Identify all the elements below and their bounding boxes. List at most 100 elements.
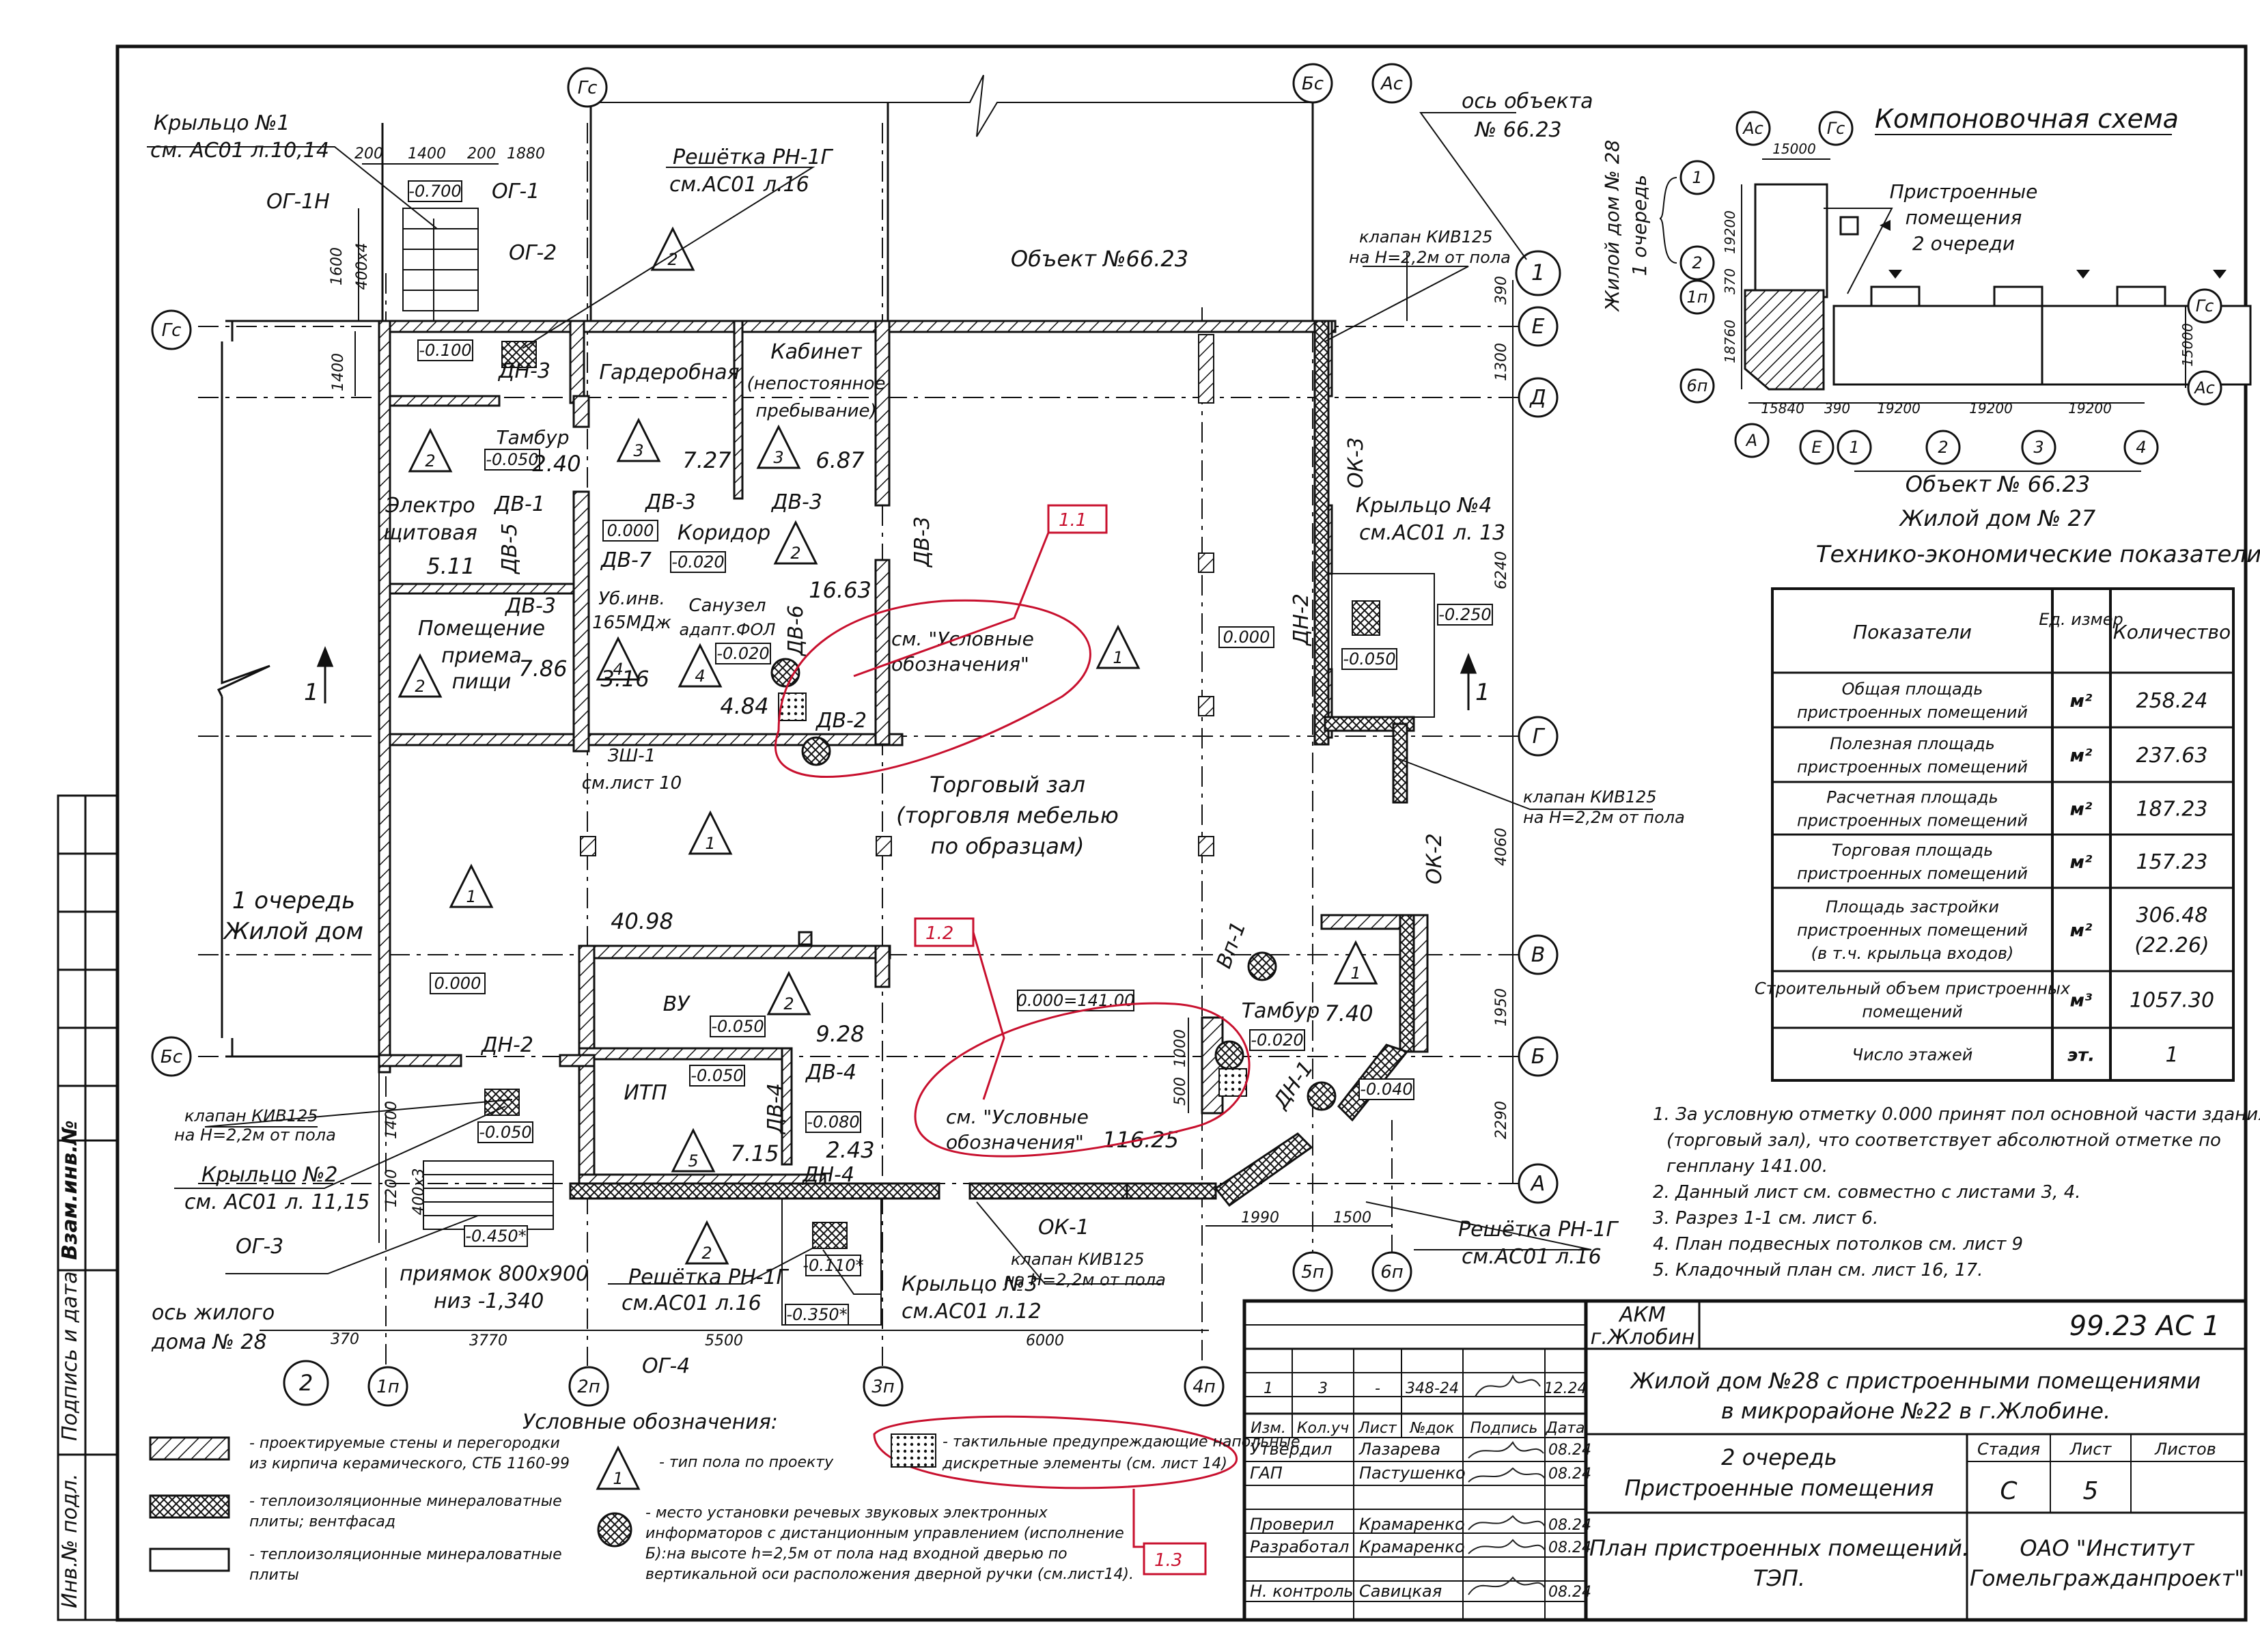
- dimension-lines: [260, 163, 1513, 1331]
- mark: ОГ-4: [642, 1354, 690, 1378]
- tep-row-name: пристроенных помещений: [1797, 811, 2028, 830]
- leader-lines: [147, 112, 1653, 1295]
- tep-row-name: Число этажей: [1852, 1046, 1973, 1065]
- level-label: -0.050: [1343, 649, 1395, 669]
- mark: ДВ-5: [498, 523, 522, 575]
- house1-outline: [217, 74, 1314, 1058]
- mark: ДВ-7: [600, 548, 652, 572]
- review-mark: 1.1: [1059, 510, 1087, 531]
- col-header: Лист: [1358, 1420, 1397, 1437]
- floor-type-number: 1: [466, 887, 476, 906]
- axis-label: 2п: [577, 1377, 600, 1397]
- legend-text: - теплоизоляционные минераловатные: [249, 1546, 562, 1563]
- scheme-axis: Е: [1811, 438, 1822, 457]
- hall-name: Торговый зал: [930, 772, 1085, 798]
- mark: Вп-1: [1212, 919, 1251, 972]
- mark: ОГ-2: [509, 241, 557, 265]
- legend-swatch-insulation: [149, 1548, 230, 1572]
- dim: 1400: [330, 353, 347, 391]
- level-label: -0.050: [479, 1123, 531, 1142]
- scheme-axis: 4: [2136, 438, 2146, 457]
- callout: Крыльцо №4: [1356, 494, 1492, 518]
- dim: 1500: [1333, 1209, 1371, 1227]
- mark: ДН-2: [1289, 593, 1313, 647]
- room-name: Гардеробная: [599, 361, 739, 384]
- callout: Крыльцо №1: [154, 111, 290, 135]
- tep-row-value: (22.26): [2134, 934, 2209, 957]
- stamp-person: Савицкая: [1359, 1582, 1442, 1601]
- scheme-axis: 1: [1692, 168, 1702, 187]
- scheme-label: 1 очередь: [1628, 175, 1651, 276]
- sheet-title: План пристроенных помещений.: [1589, 1535, 1969, 1561]
- dim: 200: [354, 145, 383, 163]
- level-label: 0.000: [607, 521, 654, 540]
- dim: 6000: [1026, 1332, 1064, 1349]
- area-value: 16.63: [809, 577, 871, 603]
- dim: 1300: [1493, 343, 1510, 381]
- doc-code: 99.23 АС 1: [2069, 1311, 2220, 1342]
- callout: см.АС01 л. 13: [1359, 521, 1505, 545]
- legend-text: из кирпича керамического, СТБ 1160-99: [249, 1455, 570, 1472]
- mark: ДВ-2: [815, 709, 867, 733]
- callout: № 66.23: [1474, 118, 1562, 142]
- stage-header: Лист: [2069, 1440, 2112, 1459]
- dimension-texts: 200 1400 200 1880 1600 400х4 1400 1400 1…: [329, 145, 1510, 1349]
- scheme-dim: 19200: [1722, 210, 1738, 254]
- side-grid-rows: [58, 852, 117, 1087]
- porch2: [423, 1089, 554, 1230]
- walls: [378, 320, 1429, 1187]
- callouts: Крыльцо №1 см. АС01 л.10,14 Решётка РН-1…: [150, 89, 1685, 1354]
- org-name: ОАО "Институт: [2020, 1535, 2195, 1561]
- change-cell: 12.24: [1544, 1380, 1587, 1397]
- axis-label: Бс: [161, 1047, 182, 1067]
- level-label: -0.020: [671, 552, 724, 572]
- scheme-label: 2 очереди: [1912, 232, 2015, 255]
- mark: ОК-1: [1038, 1216, 1089, 1240]
- scheme-axis: Гс: [2196, 296, 2214, 316]
- legend-text: плиты: [249, 1567, 299, 1584]
- callout: см. АС01 л. 11,15: [184, 1190, 370, 1214]
- dim: 1880: [507, 145, 545, 163]
- tep-row-name: Общая площадь: [1842, 680, 1983, 699]
- dim: 1950: [1493, 988, 1510, 1026]
- col-header: Подпись: [1470, 1420, 1538, 1437]
- dim: 400х3: [410, 1168, 428, 1215]
- axis-bubbles: [151, 63, 1561, 1407]
- floor-type-number: 4: [695, 667, 705, 686]
- scheme-axis: 6п: [1687, 376, 1708, 395]
- callout: см.АС01 л.16: [622, 1291, 762, 1315]
- room-name: щитовая: [383, 521, 477, 545]
- scheme-dim: 370: [1722, 268, 1738, 294]
- tep-row-value: 187.23: [2136, 798, 2208, 822]
- dim: 4060: [1493, 828, 1510, 866]
- note-line: 4. План подвесных потолков см. лист 9: [1653, 1234, 2023, 1255]
- stamp-role: Утвердил: [1250, 1440, 1332, 1459]
- room-name: пребывание): [755, 401, 876, 421]
- axis-label: Б: [1531, 1045, 1546, 1069]
- org-short: АКМ: [1618, 1303, 1666, 1327]
- level-label: -0.250: [1438, 605, 1491, 624]
- axis-label: 3п: [871, 1377, 895, 1397]
- mark: ДВ-3: [910, 516, 934, 568]
- legend-swatch-brick: [149, 1436, 230, 1461]
- room-name: Уб.инв.: [598, 589, 665, 609]
- area-value: 5.11: [426, 553, 475, 579]
- stamp-date: 08.24: [1548, 1539, 1591, 1556]
- callout: клапан КИВ125: [1523, 787, 1657, 807]
- tep-row-name: (в т.ч. крыльца входов): [1811, 944, 2014, 963]
- legend-text: - место установки речевых звуковых элект…: [645, 1504, 1048, 1522]
- house1-name: 1 очередь: [232, 887, 355, 914]
- mark: ДН-2: [480, 1033, 533, 1057]
- side-label: Подпись и дата: [58, 1272, 82, 1442]
- part-title: 2 очередь: [1721, 1444, 1837, 1470]
- floor-type-number: 2: [425, 451, 435, 471]
- axis-label: Гс: [578, 78, 598, 98]
- callout: обозначения": [891, 653, 1029, 675]
- level-label: 0.000: [434, 974, 482, 993]
- level-boxes: [408, 180, 1493, 1326]
- floor-type-number: 1: [705, 834, 715, 853]
- scheme-label: Объект № 66.23: [1906, 471, 2090, 497]
- tep-row-name: Расчетная площадь: [1826, 788, 1998, 807]
- tep-row-unit: м²: [2070, 800, 2093, 820]
- level-texts: -0.700 -0.100 -0.050 0.000 -0.020 -0.020…: [408, 182, 1491, 1324]
